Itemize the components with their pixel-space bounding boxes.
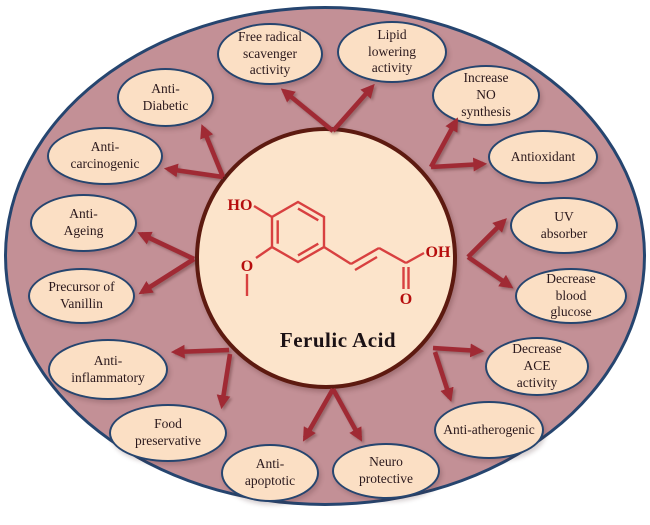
node-anti-apoptotic: Anti-apoptotic [221,444,319,502]
node-anti-atherogenic: Anti-atherogenic [434,401,544,459]
node-label: Anti-Ageing [63,206,104,238]
arrow [170,344,230,359]
node-label: Free radical scavenger activity [237,28,303,78]
methoxy-o-label: O [241,258,253,275]
chain-bond [378,246,407,265]
node-label: Anti-Diabetic [142,80,189,113]
arrow [428,117,459,169]
node-decrease-blood-glucose: Decrease blood glucose [515,268,627,324]
arrow [331,83,375,133]
arrow [138,257,196,295]
node-neuro-protective: Neuro protective [332,443,440,499]
arrow [200,124,226,178]
node-label: Anti-apoptotic [244,456,296,488]
node-precursor-of-vanillin: Precursor of Vanillin [28,268,135,324]
vinyl-bond [350,246,380,266]
ferulic-acid-structure: HO O OH O [228,197,451,308]
arrow [330,387,363,442]
node-lipid-lowering: Lipid lowering activity [337,21,447,83]
center-title: Ferulic Acid [279,328,397,352]
arrow [280,88,335,133]
node-label: Anti-inflammatory [71,352,145,385]
ring-double-bond [297,207,319,222]
node-anti-inflammatory: Anti-inflammatory [48,339,168,400]
node-uv-absorber: UV absorber [510,197,618,254]
node-anti-diabetic: Anti-Diabetic [117,68,214,127]
node-label: Decrease ACE activity [512,341,562,390]
chain-bond [323,245,352,266]
vinyl-double-bond [354,255,378,272]
node-label: UV absorber [540,208,588,241]
carboxyl-oh-bond [405,251,425,265]
node-antioxidant: Antioxidant [488,130,598,184]
node-label: Lipid lowering activity [368,26,416,76]
arrow [432,351,454,402]
node-decrease-ace-activity: Decrease ACE activity [485,337,589,396]
ring-double-bond [297,242,319,257]
node-anti-carcinogenic: Anti-carcinogenic [47,127,163,185]
node-label: Precursor of Vanillin [48,279,115,311]
hydroxyl-bond [253,204,273,219]
arrow [137,231,195,262]
arrow [163,163,224,180]
hydroxyl-label: HO [228,197,253,214]
benzene-ring [270,200,326,264]
arrow [216,353,233,410]
arrow [432,343,485,358]
node-label: Anti-carcinogenic [70,139,140,171]
radiating-arrows [137,83,514,442]
arrow [302,387,335,442]
node-increase-no-synthesis: Increase NO synthesis [432,65,540,126]
carboxyl-oh-label: OH [426,244,451,261]
node-free-radical-scavenger: Free radical scavenger activity [217,23,323,85]
node-label: Anti-atherogenic [443,421,535,437]
node-label: Increase NO synthesis [461,70,511,119]
node-food-preservative: Food preservative [109,404,227,462]
node-label: Decrease blood glucose [546,270,596,320]
arrow [466,218,507,259]
carbonyl-o-label: O [400,291,412,308]
node-label: Food preservative [135,416,201,448]
node-label: Antioxidant [510,148,576,164]
node-anti-ageing: Anti-Ageing [30,194,137,252]
node-label: Neuro protective [359,454,413,486]
methoxy-bond [255,246,273,259]
arrow [466,255,514,289]
arrow [430,157,488,172]
